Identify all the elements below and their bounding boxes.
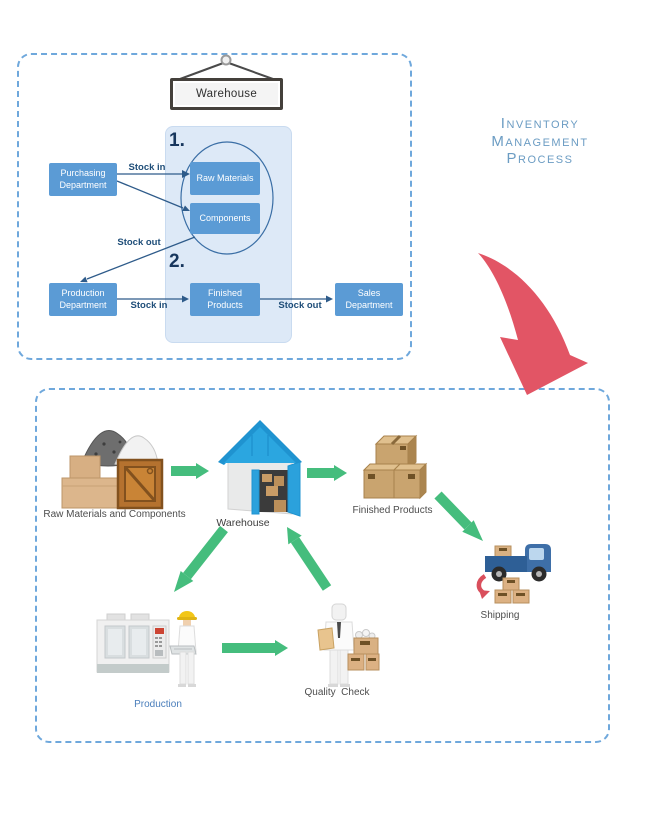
warehouse-sign-label: Warehouse xyxy=(195,88,258,100)
raw-materials-icon xyxy=(60,420,165,517)
step-number-1: 1. xyxy=(169,130,185,151)
node-finished-products: Finished Products xyxy=(190,283,260,316)
page-title: Inventory Management Process xyxy=(452,115,628,168)
quality-check-icon xyxy=(302,602,380,699)
label-shipping: Shipping xyxy=(480,610,520,621)
title-line-3: Process xyxy=(506,150,574,168)
label-finished-products: Finished Products xyxy=(352,505,433,516)
finished-products-icon xyxy=(358,428,430,509)
node-components: Components xyxy=(190,203,260,234)
label-quality-check: Quality Check xyxy=(304,687,370,698)
warehouse-shed-icon xyxy=(208,412,306,525)
label-warehouse: Warehouse xyxy=(216,517,270,529)
shipping-truck-icon xyxy=(465,540,560,617)
production-machine-icon xyxy=(95,600,210,700)
node-production-department: Production Department xyxy=(49,283,117,316)
node-sales-department: Sales Department xyxy=(335,283,403,316)
warehouse-sign: Warehouse xyxy=(170,78,283,110)
title-line-2: Management xyxy=(491,132,589,150)
label-stock-in-2: Stock in xyxy=(130,300,168,311)
label-production: Production xyxy=(134,699,182,710)
step-number-2: 2. xyxy=(169,251,185,272)
title-line-1: Inventory xyxy=(500,115,580,132)
node-purchasing-department: Purchasing Department xyxy=(49,163,117,196)
label-stock-out-2: Stock out xyxy=(278,300,322,311)
red-swoosh-arrow xyxy=(478,253,588,395)
label-raw-materials: Raw Materials and Components xyxy=(43,509,186,520)
label-stock-out-1: Stock out xyxy=(117,237,161,248)
label-stock-in-1: Stock in xyxy=(128,162,166,173)
node-raw-materials: Raw Materials xyxy=(190,162,260,195)
